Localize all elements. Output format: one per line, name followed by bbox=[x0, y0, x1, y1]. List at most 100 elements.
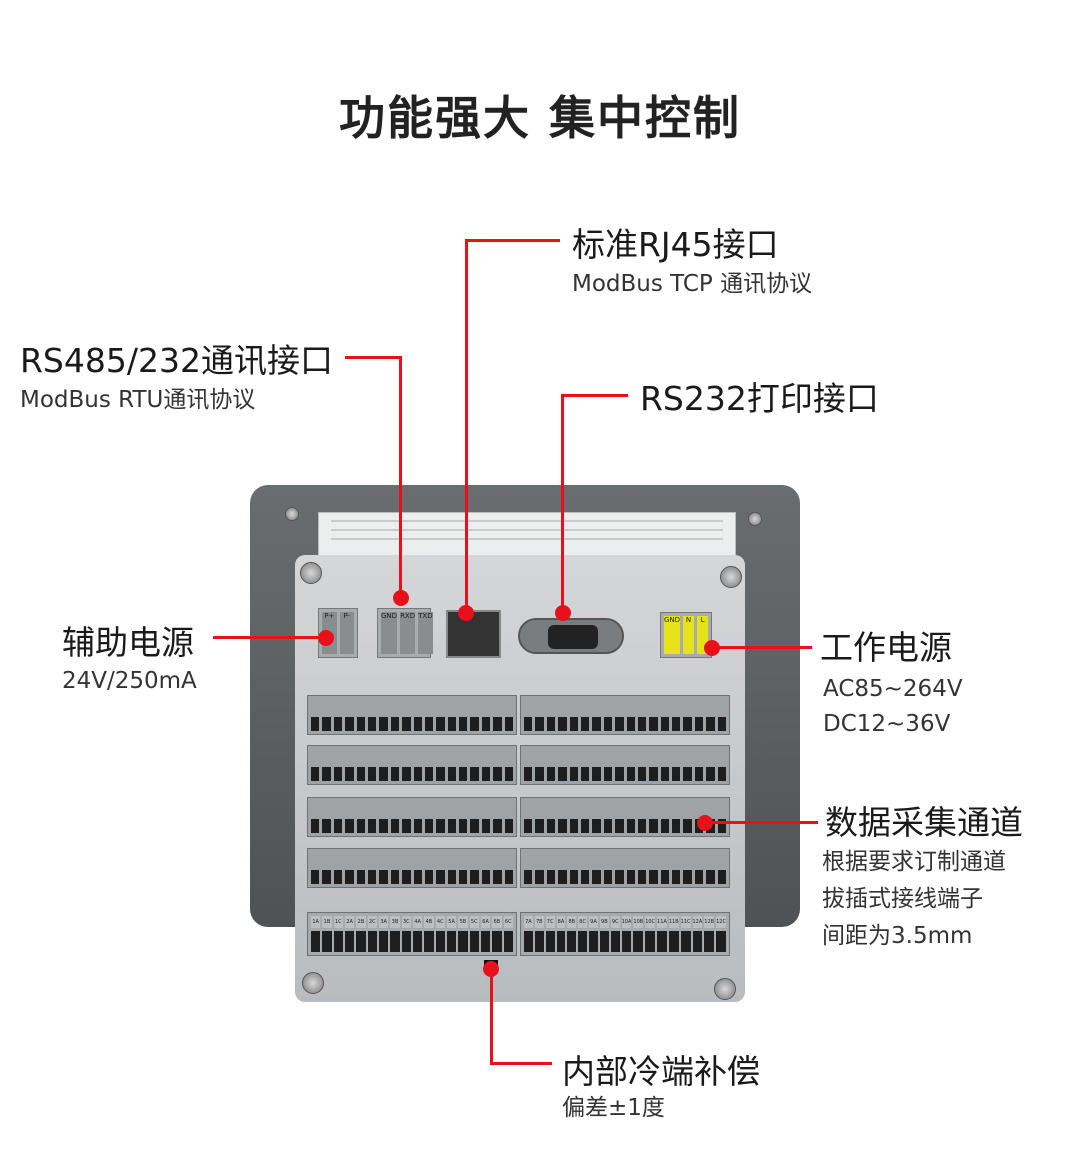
terminal-label: 6A bbox=[480, 916, 491, 928]
terminal-label: 10C bbox=[645, 916, 656, 928]
terminal-label: 3A bbox=[378, 916, 389, 928]
terminal-label: 2A bbox=[344, 916, 355, 928]
terminal-label: 12C bbox=[716, 916, 726, 928]
work-power-dc: DC12~36V bbox=[823, 711, 951, 737]
terminal-label: P- bbox=[339, 612, 354, 654]
terminal-strip bbox=[520, 797, 730, 837]
terminal: 10A bbox=[621, 916, 632, 952]
terminal: 9A bbox=[589, 916, 598, 952]
terminal: 8C bbox=[578, 916, 588, 952]
terminal-label: 6B bbox=[492, 916, 502, 928]
power-terminal: GND N L bbox=[660, 612, 712, 658]
terminal: 2A bbox=[344, 916, 355, 952]
screw-icon bbox=[285, 507, 299, 521]
terminal-label: 8B bbox=[567, 916, 577, 928]
terminal: 7A bbox=[524, 916, 533, 952]
terminal-label: 9B bbox=[599, 916, 609, 928]
terminal: 12B bbox=[704, 916, 715, 952]
rs232-db9-port bbox=[518, 618, 624, 654]
terminal-label: RXD bbox=[400, 612, 416, 654]
terminal-label: 5B bbox=[458, 916, 468, 928]
terminal-label: GND bbox=[664, 616, 681, 654]
cold-junction-sub: 偏差±1度 bbox=[562, 1095, 665, 1121]
callout-line bbox=[465, 239, 468, 614]
terminal: 1C bbox=[333, 916, 343, 952]
terminal: 9B bbox=[599, 916, 609, 952]
callout-line bbox=[705, 821, 818, 824]
terminal-label: 7A bbox=[524, 916, 533, 928]
screw-icon bbox=[300, 562, 322, 584]
terminal: 6A bbox=[480, 916, 491, 952]
terminal-label: TXD bbox=[418, 612, 433, 654]
terminal-label: 11C bbox=[680, 916, 691, 928]
page-title: 功能强大 集中控制 bbox=[338, 91, 741, 145]
callout-line bbox=[213, 636, 325, 639]
terminal: 6B bbox=[492, 916, 502, 952]
terminal: 5B bbox=[458, 916, 468, 952]
callout-dot bbox=[697, 815, 713, 831]
aux-power-sub: 24V/250mA bbox=[62, 668, 197, 694]
terminal: 11B bbox=[668, 916, 679, 952]
terminal: 7C bbox=[545, 916, 555, 952]
callout-line bbox=[465, 239, 560, 242]
terminal: 4B bbox=[424, 916, 434, 952]
callout-dot bbox=[458, 605, 474, 621]
terminal-label: 10B bbox=[633, 916, 644, 928]
terminal-strip bbox=[520, 695, 730, 735]
rj45-label: 标准RJ45接口 bbox=[572, 225, 779, 264]
terminal-label: 8A bbox=[556, 916, 566, 928]
channels-sub-1: 根据要求订制通道 bbox=[822, 849, 1006, 875]
terminal-label: 2B bbox=[356, 916, 366, 928]
channels-sub-2: 拔插式接线端子 bbox=[822, 886, 983, 912]
terminal: 3A bbox=[378, 916, 389, 952]
terminal: 1B bbox=[322, 916, 332, 952]
terminal-strip bbox=[307, 695, 517, 735]
terminal: 5A bbox=[446, 916, 457, 952]
terminal-label: 4C bbox=[435, 916, 445, 928]
terminal: 6C bbox=[503, 916, 513, 952]
terminal-strip bbox=[520, 745, 730, 785]
terminal-label: 9A bbox=[589, 916, 598, 928]
terminal-label: 2C bbox=[367, 916, 377, 928]
terminal: 10C bbox=[645, 916, 656, 952]
terminal-label: 7C bbox=[545, 916, 555, 928]
terminal-strip bbox=[520, 848, 730, 888]
terminal: 3B bbox=[390, 916, 400, 952]
terminal: 12C bbox=[716, 916, 726, 952]
comm-terminal: GND RXD TXD bbox=[377, 608, 433, 658]
device-label-sticker bbox=[318, 512, 736, 556]
terminal: 11C bbox=[680, 916, 691, 952]
aux-power-label: 辅助电源 bbox=[62, 623, 194, 662]
terminal-label: 5A bbox=[446, 916, 457, 928]
terminal-strip bbox=[307, 745, 517, 785]
terminal-label: 1B bbox=[322, 916, 332, 928]
terminal-label: 11A bbox=[657, 916, 667, 928]
terminal: 10B bbox=[633, 916, 644, 952]
screw-icon bbox=[302, 972, 324, 994]
screw-icon bbox=[748, 512, 762, 526]
terminal-label: 12A bbox=[692, 916, 703, 928]
terminal-label: 9C bbox=[610, 916, 620, 928]
terminal: 8A bbox=[556, 916, 566, 952]
callout-dot bbox=[483, 961, 499, 977]
terminal-label: 5C bbox=[469, 916, 479, 928]
callout-dot bbox=[393, 590, 409, 606]
terminal: 12A bbox=[692, 916, 703, 952]
work-power-label: 工作电源 bbox=[820, 628, 952, 667]
callout-line bbox=[561, 394, 564, 612]
terminal-label: 12B bbox=[704, 916, 715, 928]
terminal-label: 10A bbox=[621, 916, 632, 928]
terminal: 4C bbox=[435, 916, 445, 952]
terminal: 9C bbox=[610, 916, 620, 952]
callout-line bbox=[399, 356, 402, 596]
terminal: 1A bbox=[311, 916, 321, 952]
callout-dot bbox=[704, 640, 720, 656]
callout-line bbox=[490, 968, 493, 1064]
terminal-label: 3C bbox=[401, 916, 411, 928]
work-power-ac: AC85~264V bbox=[823, 676, 963, 702]
terminal: 7B bbox=[534, 916, 544, 952]
callout-line bbox=[345, 356, 402, 359]
callout-line bbox=[712, 646, 812, 649]
